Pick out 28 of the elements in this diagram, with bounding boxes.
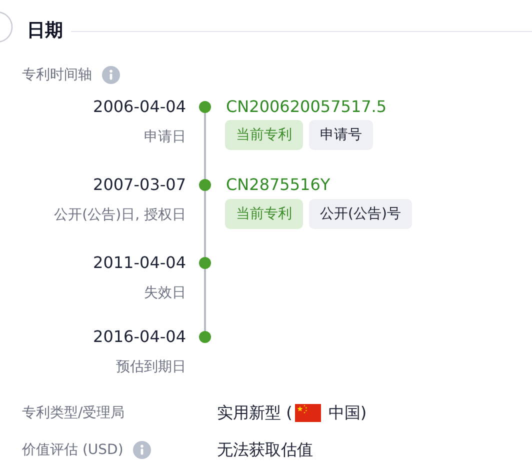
field-value: 无法获取估值 xyxy=(217,439,313,461)
status-tag: 当前专利 xyxy=(225,199,303,229)
timeline-line xyxy=(204,113,206,179)
date-text: 2011-04-04 xyxy=(93,252,186,274)
type-tag: 申请号 xyxy=(309,120,373,150)
field-label: 价值评估 (USD) xyxy=(22,441,124,460)
date-text: 2007-03-07 xyxy=(93,174,186,196)
field-value: 中国) xyxy=(328,402,367,424)
field-label: 专利类型/受理局 xyxy=(22,404,125,423)
timeline-line xyxy=(204,269,206,331)
type-tag: 公开(公告)号 xyxy=(309,199,412,229)
timeline-line xyxy=(204,191,206,257)
status-tag: 当前专利 xyxy=(225,120,303,150)
patent-number: CN200620057517.5 xyxy=(226,96,387,118)
timeline-dot xyxy=(199,331,211,343)
event-label: 预估到期日 xyxy=(116,358,186,377)
event-label: 失效日 xyxy=(144,284,186,303)
timeline-dot xyxy=(199,179,211,191)
field-value: 实用新型 ( xyxy=(217,402,292,424)
date-text: 2016-04-04 xyxy=(93,326,186,348)
date-text: 2006-04-04 xyxy=(93,96,186,118)
event-label: 公开(公告)日, 授权日 xyxy=(54,206,186,225)
patent-number: CN2875516Y xyxy=(226,174,330,196)
timeline-dot xyxy=(199,257,211,269)
section-heading: 日期 xyxy=(27,19,63,43)
timeline-dot xyxy=(199,101,211,113)
event-label: 申请日 xyxy=(144,128,186,147)
section-label: 专利时间轴 xyxy=(22,66,92,85)
